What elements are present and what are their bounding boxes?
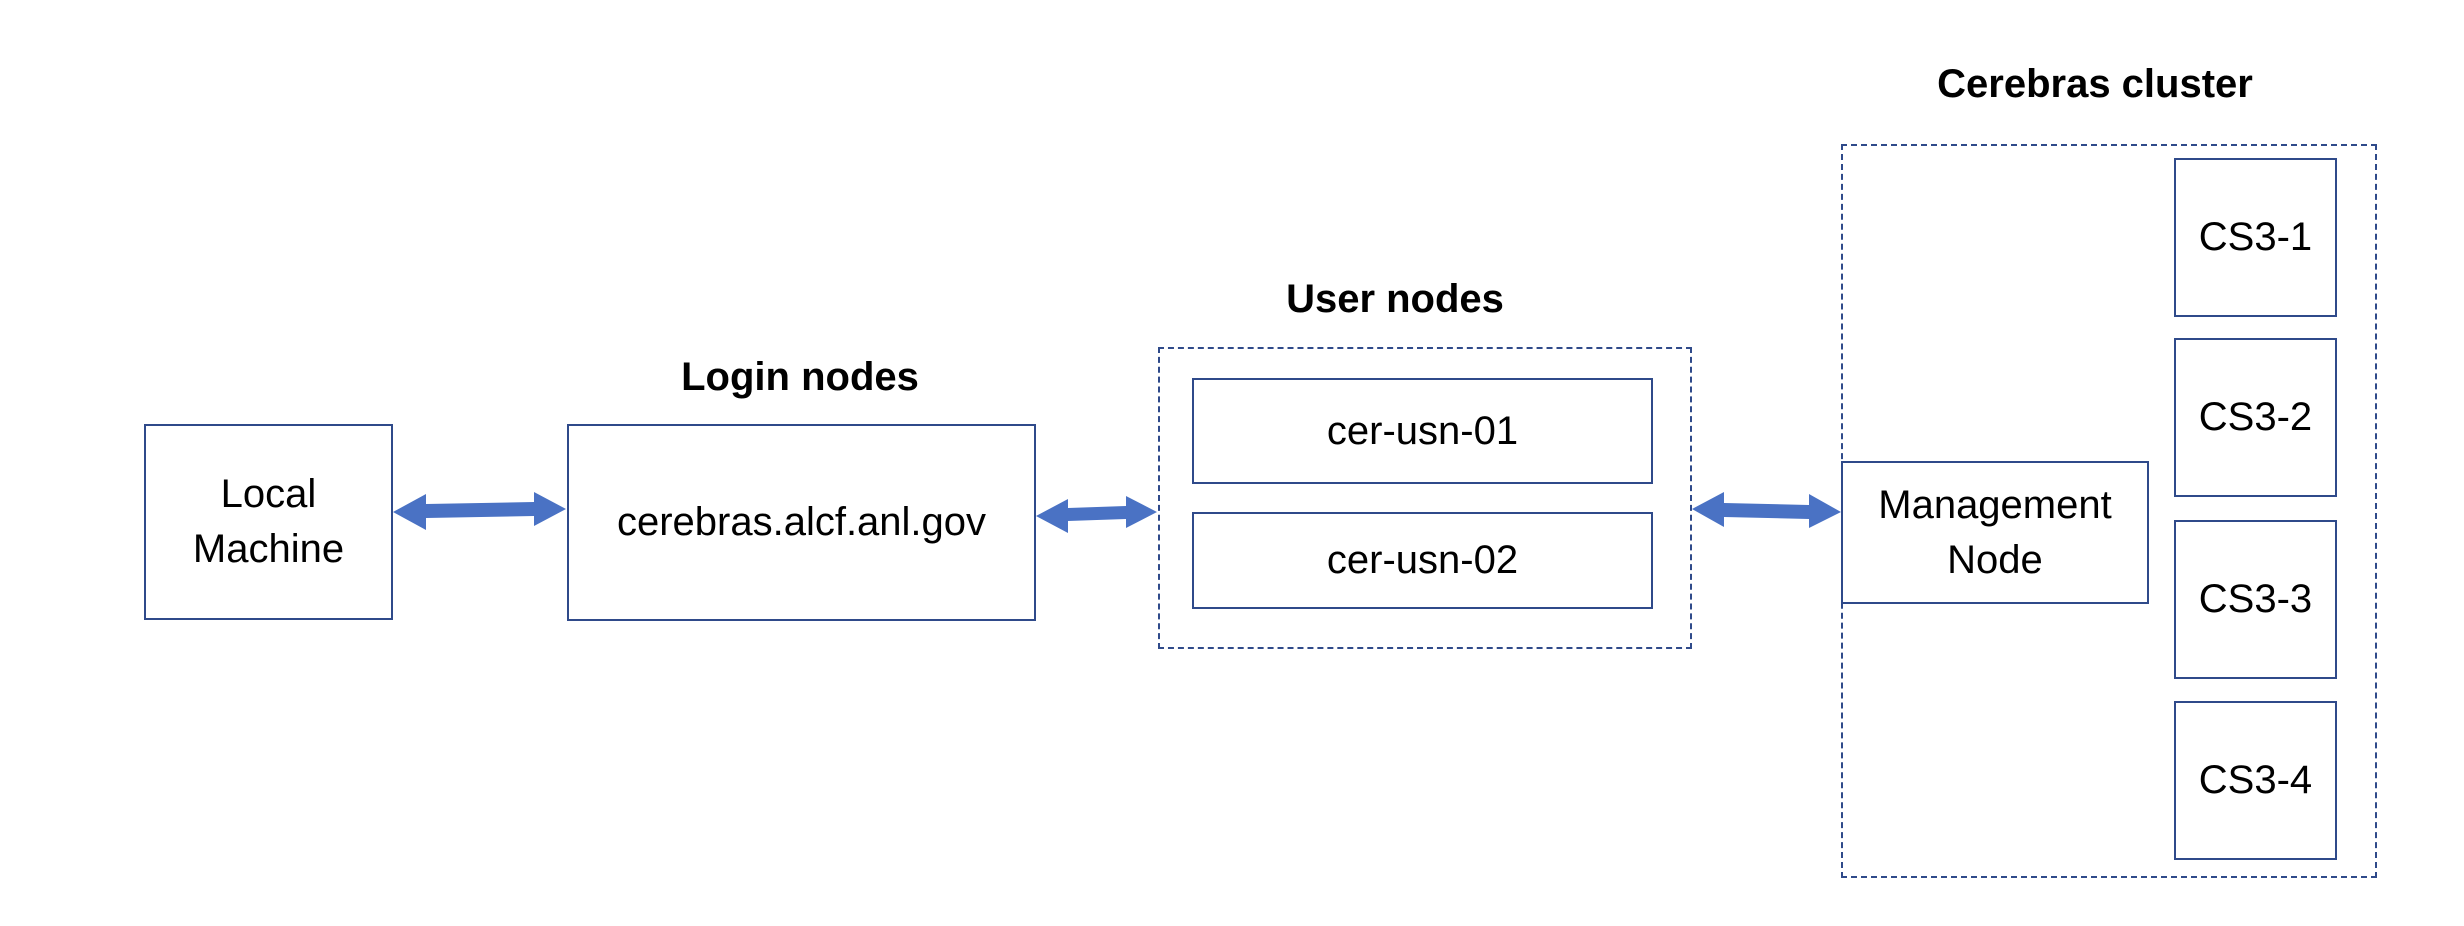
- cs3-2-node: CS3-2: [2174, 338, 2337, 497]
- local-machine-node: Local Machine: [144, 424, 393, 620]
- login-node-host: cerebras.alcf.anl.gov: [567, 424, 1036, 621]
- cerebras-cluster-title: Cerebras cluster: [1937, 62, 2253, 106]
- management-node: Management Node: [1841, 461, 2149, 604]
- arrow-login-to-user-nodes: [1036, 496, 1157, 533]
- cs3-3-node: CS3-3: [2174, 520, 2337, 679]
- arrow-local-to-login: [393, 492, 566, 530]
- user-node-cer-usn-01: cer-usn-01: [1192, 378, 1653, 484]
- cs3-4-node: CS3-4: [2174, 701, 2337, 860]
- user-nodes-group: [1158, 347, 1692, 649]
- cs3-1-node: CS3-1: [2174, 158, 2337, 317]
- arrow-user-nodes-to-management: [1692, 492, 1841, 528]
- user-nodes-title: User nodes: [1286, 277, 1504, 321]
- login-nodes-title: Login nodes: [681, 355, 919, 399]
- user-node-cer-usn-02: cer-usn-02: [1192, 512, 1653, 609]
